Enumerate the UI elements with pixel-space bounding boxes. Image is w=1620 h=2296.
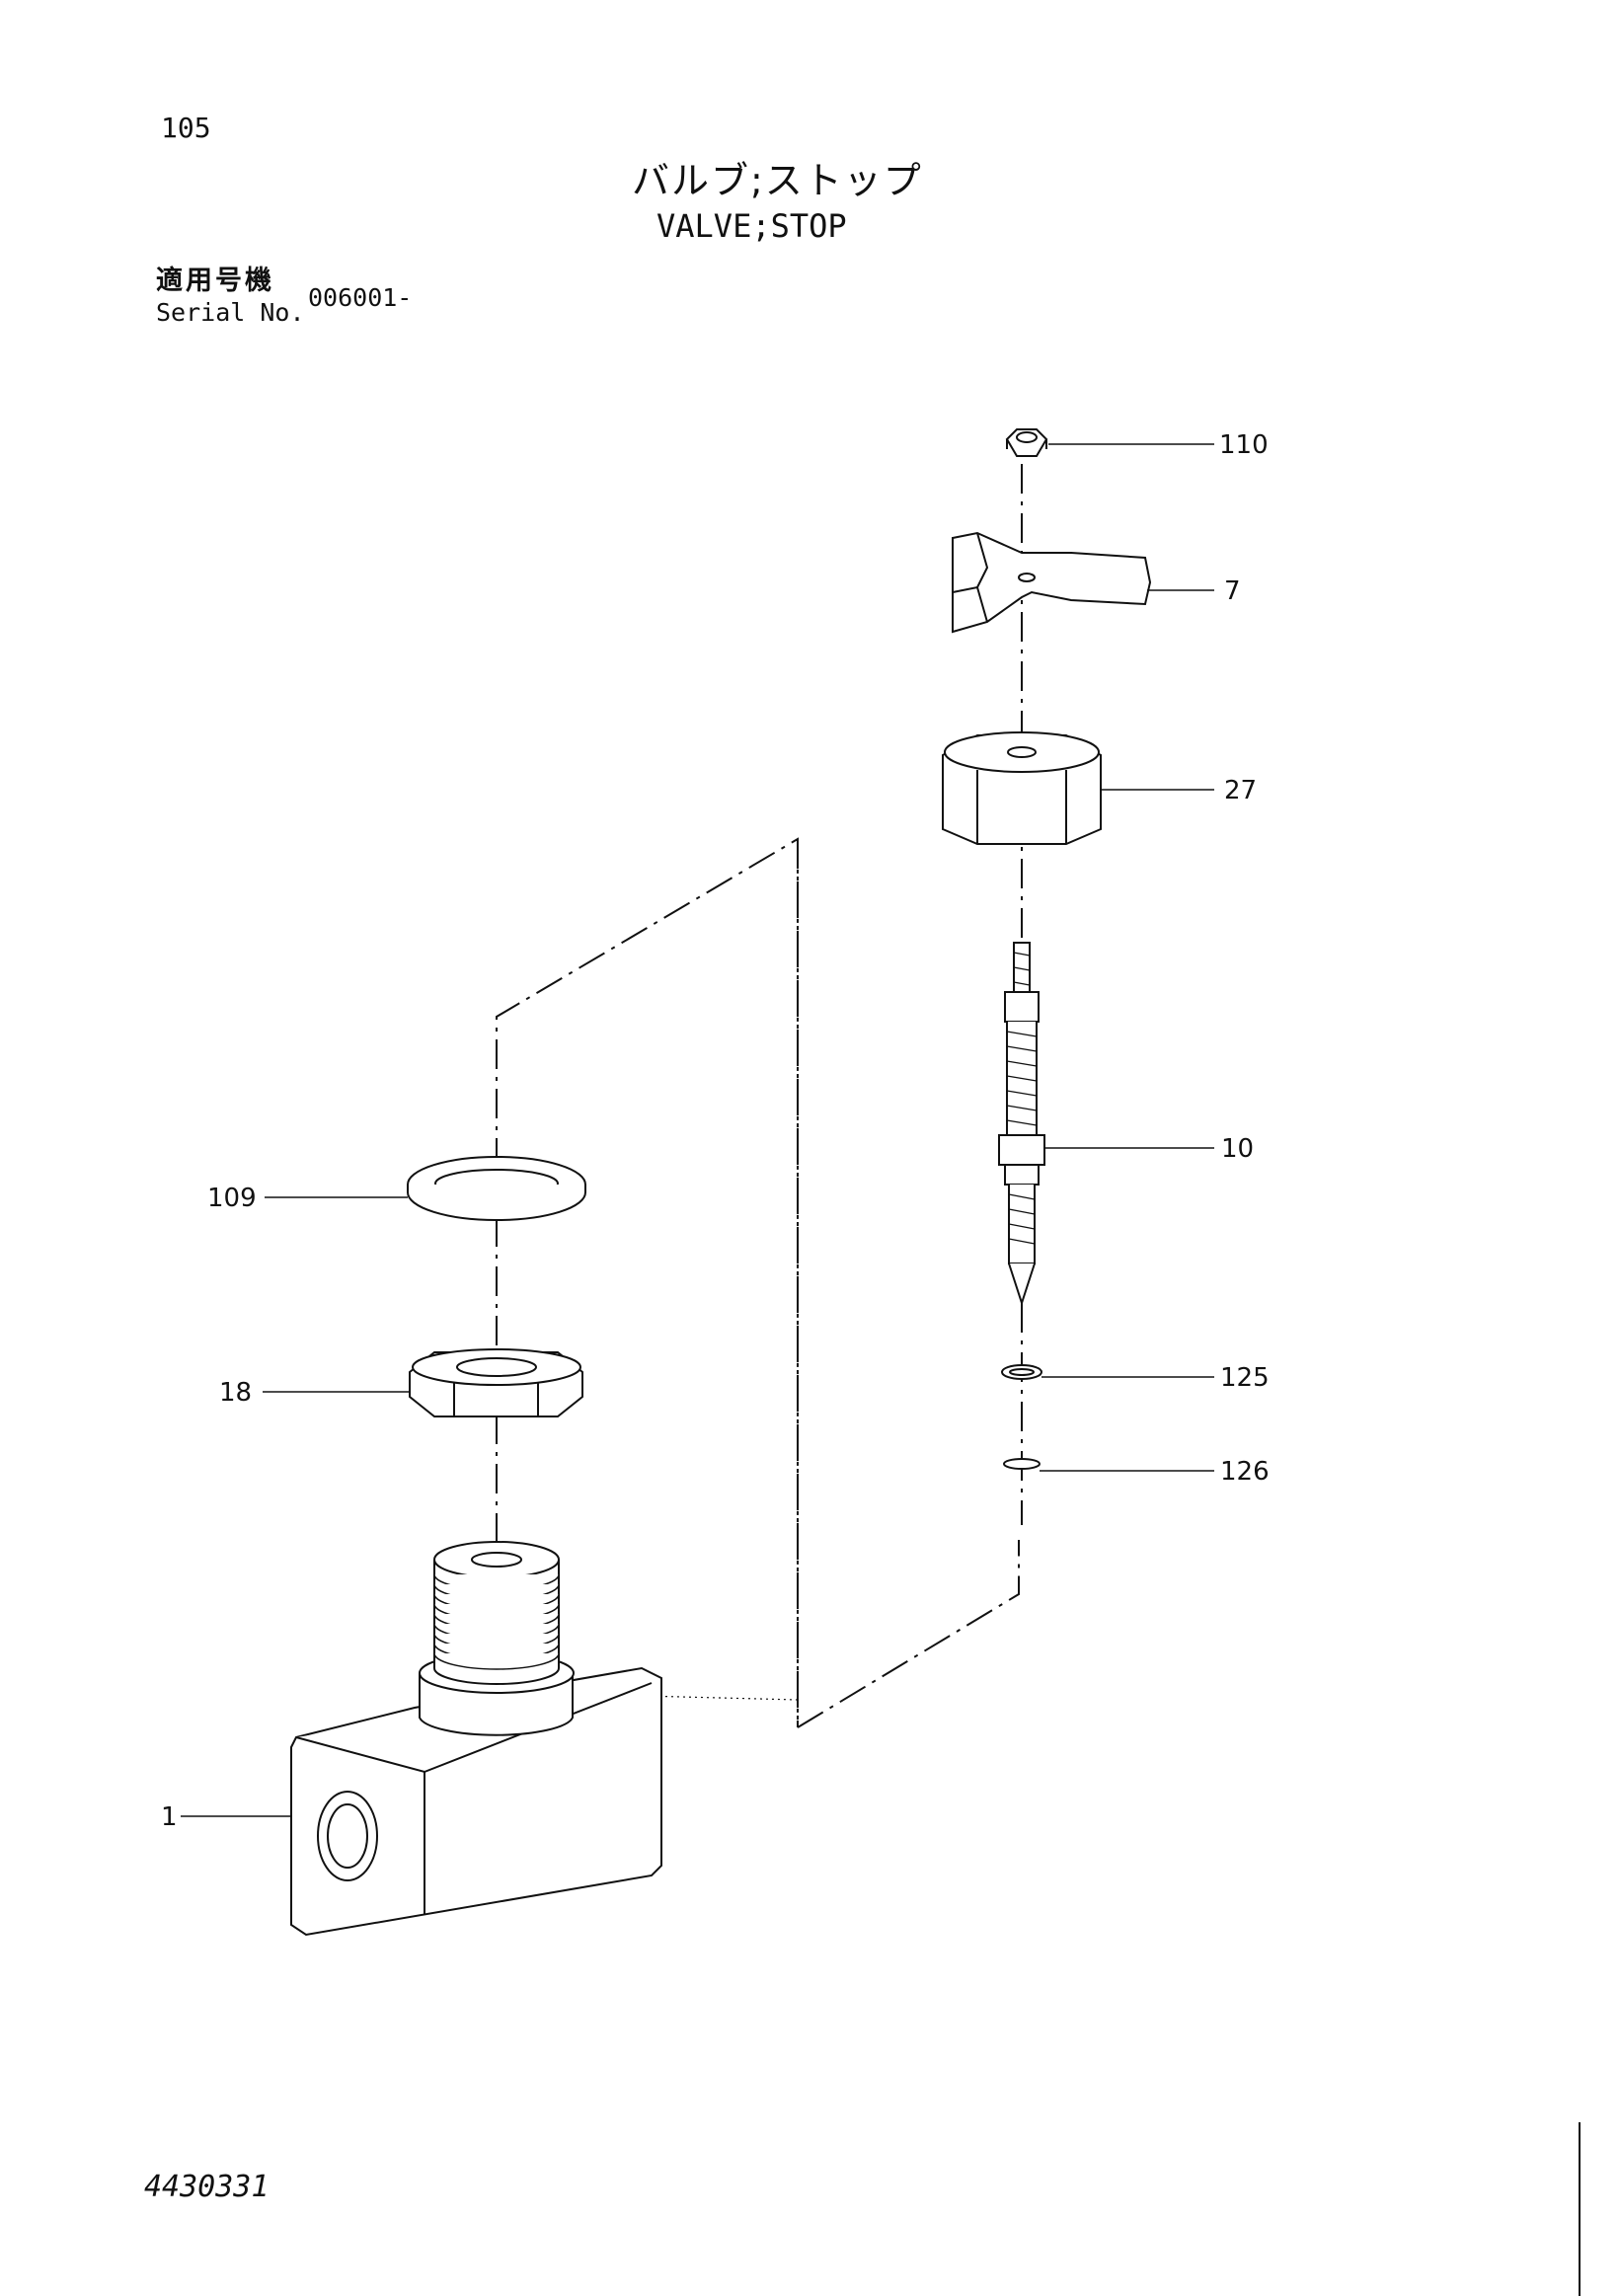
callout-125: 125 — [1220, 1363, 1270, 1393]
part-27-hex-cap — [942, 731, 1102, 845]
assembly-path-line-return — [797, 839, 1020, 1729]
serial-label-english: Serial No. — [156, 298, 305, 327]
drawing-code: 4430331 — [144, 2170, 270, 2204]
part-110-nut — [1005, 428, 1048, 457]
callout-1: 1 — [161, 1802, 178, 1832]
callout-10: 10 — [1221, 1134, 1254, 1164]
part-125-ring — [1001, 1364, 1042, 1380]
part-125-ring-inner — [1009, 1368, 1035, 1376]
body-to-path-dotted — [641, 1695, 799, 1701]
part-1-valve-body — [290, 1541, 662, 1937]
title-japanese: バルブ;ストップ — [632, 159, 923, 202]
part-18-hex-nut — [409, 1348, 583, 1417]
title-english: VALVE;STOP — [656, 207, 847, 245]
serial-label-japanese: 適用号機 — [156, 266, 274, 296]
callout-7: 7 — [1224, 576, 1241, 606]
part-10-needle-stem — [998, 942, 1045, 1307]
part-126-oring — [1003, 1458, 1041, 1470]
callout-109: 109 — [207, 1184, 257, 1213]
callout-18: 18 — [219, 1378, 252, 1408]
serial-number-value: 006001- — [308, 283, 413, 312]
callout-110: 110 — [1219, 430, 1269, 460]
part-109-washer — [407, 1156, 586, 1221]
part-7-handle — [952, 531, 1152, 634]
page-number: 105 — [161, 112, 211, 144]
callout-126: 126 — [1220, 1457, 1270, 1487]
callout-27: 27 — [1224, 776, 1257, 805]
